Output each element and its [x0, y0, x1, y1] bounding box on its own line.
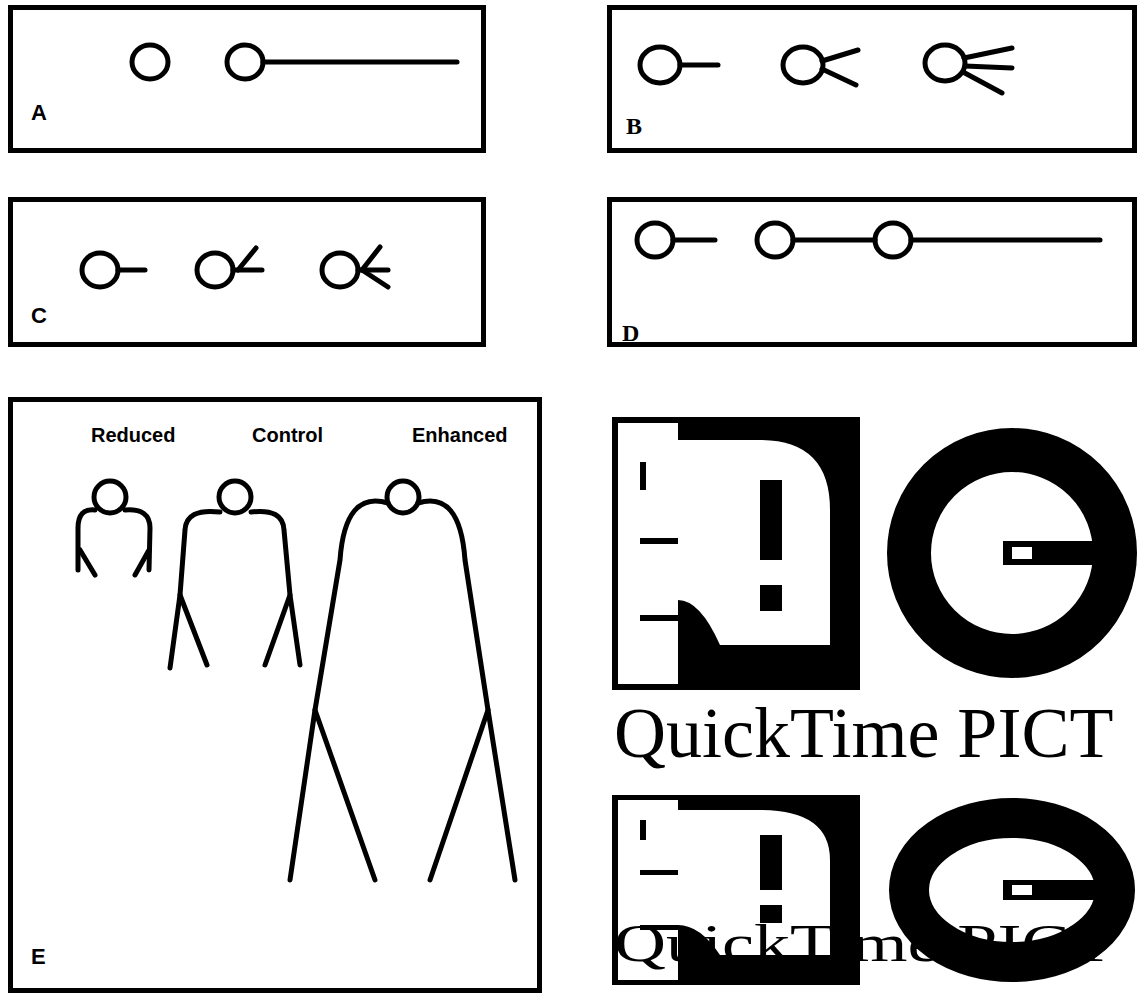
cell-shapes-c	[82, 247, 388, 287]
panel-letter: D	[622, 321, 639, 345]
placeholder-text: QuickTime PICT	[614, 697, 1113, 769]
panel-frame: D	[607, 197, 1137, 347]
condition-label: Reduced	[91, 425, 175, 445]
cell-shapes-d	[637, 223, 1100, 257]
panel-frame: C	[8, 197, 486, 347]
panel-frame: A	[8, 5, 486, 153]
finder-icon	[612, 417, 860, 690]
quicktime-icon	[909, 450, 1115, 656]
condition-label: Enhanced	[412, 425, 508, 445]
enhanced-figure	[290, 481, 515, 880]
panel-letter: A	[31, 102, 47, 124]
cell-shapes-b	[640, 45, 1012, 93]
panel-frame: E	[8, 397, 542, 993]
panel-letter: B	[626, 114, 642, 138]
condition-label: Control	[252, 425, 323, 445]
panel-letter: C	[31, 305, 47, 327]
cell-shapes-a	[132, 45, 457, 79]
panel-letter: E	[31, 946, 46, 968]
control-figure	[170, 481, 300, 668]
placeholder-text: QuickTime PICT	[614, 918, 1113, 970]
reduced-figure	[78, 481, 150, 575]
panel-frame: B	[607, 5, 1137, 153]
